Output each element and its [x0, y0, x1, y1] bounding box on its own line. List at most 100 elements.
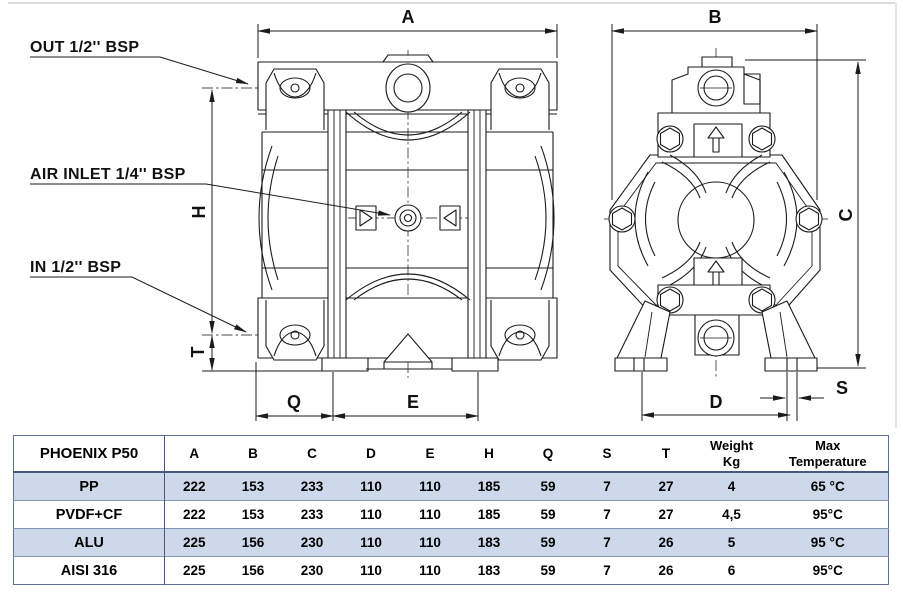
table-cell: 65 °C	[767, 471, 889, 501]
table-cell: 95°C	[767, 500, 889, 529]
table-cell: 59	[518, 556, 578, 585]
table-row-aisi-316: AISI 316 225 156 230 110 110 183 59 7 26…	[13, 556, 889, 585]
front-left-foot	[321, 357, 369, 372]
temp-header-line2: Temperature	[788, 453, 867, 469]
bottom-right-clamp	[490, 300, 550, 361]
material-name: PP	[13, 471, 165, 501]
pump-dimension-drawing: A B C D E H Q S T OUT 1/2'' BSP AIR INLE…	[8, 2, 897, 428]
col-header-c: C	[282, 435, 342, 473]
port-labels: OUT 1/2'' BSP AIR INLET 1/4'' BSP IN 1/2…	[30, 39, 186, 276]
hex-bolts	[608, 125, 823, 314]
table-row-pvdf-cf: PVDF+CF 222 153 233 110 110 185 59 7 27 …	[13, 500, 889, 529]
air-inlet-label: AIR INLET 1/4'' BSP	[30, 166, 186, 183]
in-port-leader	[30, 276, 247, 333]
table-cell: 59	[518, 500, 578, 529]
table-cell: 7	[577, 556, 637, 585]
table-cell: 185	[459, 500, 519, 529]
col-header-a: A	[164, 435, 224, 473]
table-cell: 110	[400, 500, 460, 529]
out-port-clamp	[265, 68, 325, 130]
table-cell: 230	[282, 528, 342, 557]
col-header-s: S	[577, 435, 637, 473]
table-cell: 183	[459, 556, 519, 585]
in-port-label: IN 1/2'' BSP	[30, 259, 121, 276]
table-cell: 26	[636, 528, 696, 557]
table-cell: 156	[223, 528, 283, 557]
diaphragm-chamber	[677, 181, 755, 259]
table-row-pp: PP 222 153 233 110 110 185 59 7 27 4 65 …	[13, 471, 889, 501]
col-header-max-temperature: Max Temperature	[767, 435, 889, 473]
table-cell: 153	[223, 500, 283, 529]
table-cell: 59	[518, 471, 578, 501]
material-name: PVDF+CF	[13, 500, 165, 529]
table-cell: 110	[400, 528, 460, 557]
side-view-drawing	[604, 48, 828, 378]
weight-header-line2: Kg	[722, 453, 741, 469]
flow-arrow-up-top	[707, 126, 725, 153]
front-right-foot	[451, 357, 499, 372]
top-outlet-port	[385, 63, 431, 113]
dim-letter-c: C	[836, 209, 856, 222]
flow-arrow-up-bottom	[707, 260, 725, 287]
table-title: PHOENIX P50	[13, 435, 165, 473]
col-header-h: H	[459, 435, 519, 473]
page-frame	[8, 2, 897, 428]
spec-table: PHOENIX P50 A B C D E H Q S T Weight Kg …	[13, 435, 889, 585]
table-cell: 185	[459, 471, 519, 501]
out-port-leader	[30, 56, 249, 85]
dim-letter-a: A	[402, 7, 415, 27]
table-cell: 225	[164, 528, 224, 557]
dim-letter-e: E	[407, 392, 419, 412]
table-cell: 225	[164, 556, 224, 585]
table-cell: 110	[400, 471, 460, 501]
temp-header-line1: Max	[815, 437, 841, 453]
dim-letter-s: S	[836, 378, 848, 398]
table-cell: 95 °C	[767, 528, 889, 557]
table-cell: 5	[695, 528, 768, 557]
top-right-clamp	[490, 68, 550, 130]
table-row-alu: ALU 225 156 230 110 110 183 59 7 26 5 95…	[13, 528, 889, 557]
table-cell: 110	[341, 471, 401, 501]
table-cell: 110	[400, 556, 460, 585]
in-port-clamp	[265, 300, 325, 361]
table-cell: 7	[577, 528, 637, 557]
table-header-row: PHOENIX P50 A B C D E H Q S T Weight Kg …	[13, 435, 889, 473]
table-cell: 230	[282, 556, 342, 585]
table-cell: 6	[695, 556, 768, 585]
dim-letter-q: Q	[287, 392, 301, 412]
table-cell: 4,5	[695, 500, 768, 529]
dim-letter-h: H	[189, 206, 209, 219]
dim-letter-b: B	[709, 7, 722, 27]
col-header-e: E	[400, 435, 460, 473]
side-left-foot	[614, 357, 668, 372]
table-cell: 153	[223, 471, 283, 501]
col-header-weight: Weight Kg	[695, 435, 768, 473]
table-cell: 7	[577, 471, 637, 501]
table-cell: 110	[341, 500, 401, 529]
table-cell: 95°C	[767, 556, 889, 585]
out-port-label: OUT 1/2'' BSP	[30, 39, 139, 56]
material-name: ALU	[13, 528, 165, 557]
table-cell: 183	[459, 528, 519, 557]
weight-header-line1: Weight	[709, 437, 754, 453]
col-header-b: B	[223, 435, 283, 473]
dim-letter-d: D	[710, 392, 723, 412]
dimension-annotations	[30, 24, 866, 421]
table-cell: 26	[636, 556, 696, 585]
table-cell: 233	[282, 500, 342, 529]
table-cell: 59	[518, 528, 578, 557]
side-right-foot	[764, 357, 818, 372]
dim-letter-t: T	[188, 347, 208, 358]
table-cell: 7	[577, 500, 637, 529]
table-cell: 233	[282, 471, 342, 501]
table-cell: 27	[636, 500, 696, 529]
table-cell: 110	[341, 528, 401, 557]
table-cell: 27	[636, 471, 696, 501]
material-name: AISI 316	[13, 556, 165, 585]
col-header-t: T	[636, 435, 696, 473]
col-header-d: D	[341, 435, 401, 473]
table-cell: 156	[223, 556, 283, 585]
col-header-q: Q	[518, 435, 578, 473]
air-inlet-leader	[30, 183, 391, 216]
